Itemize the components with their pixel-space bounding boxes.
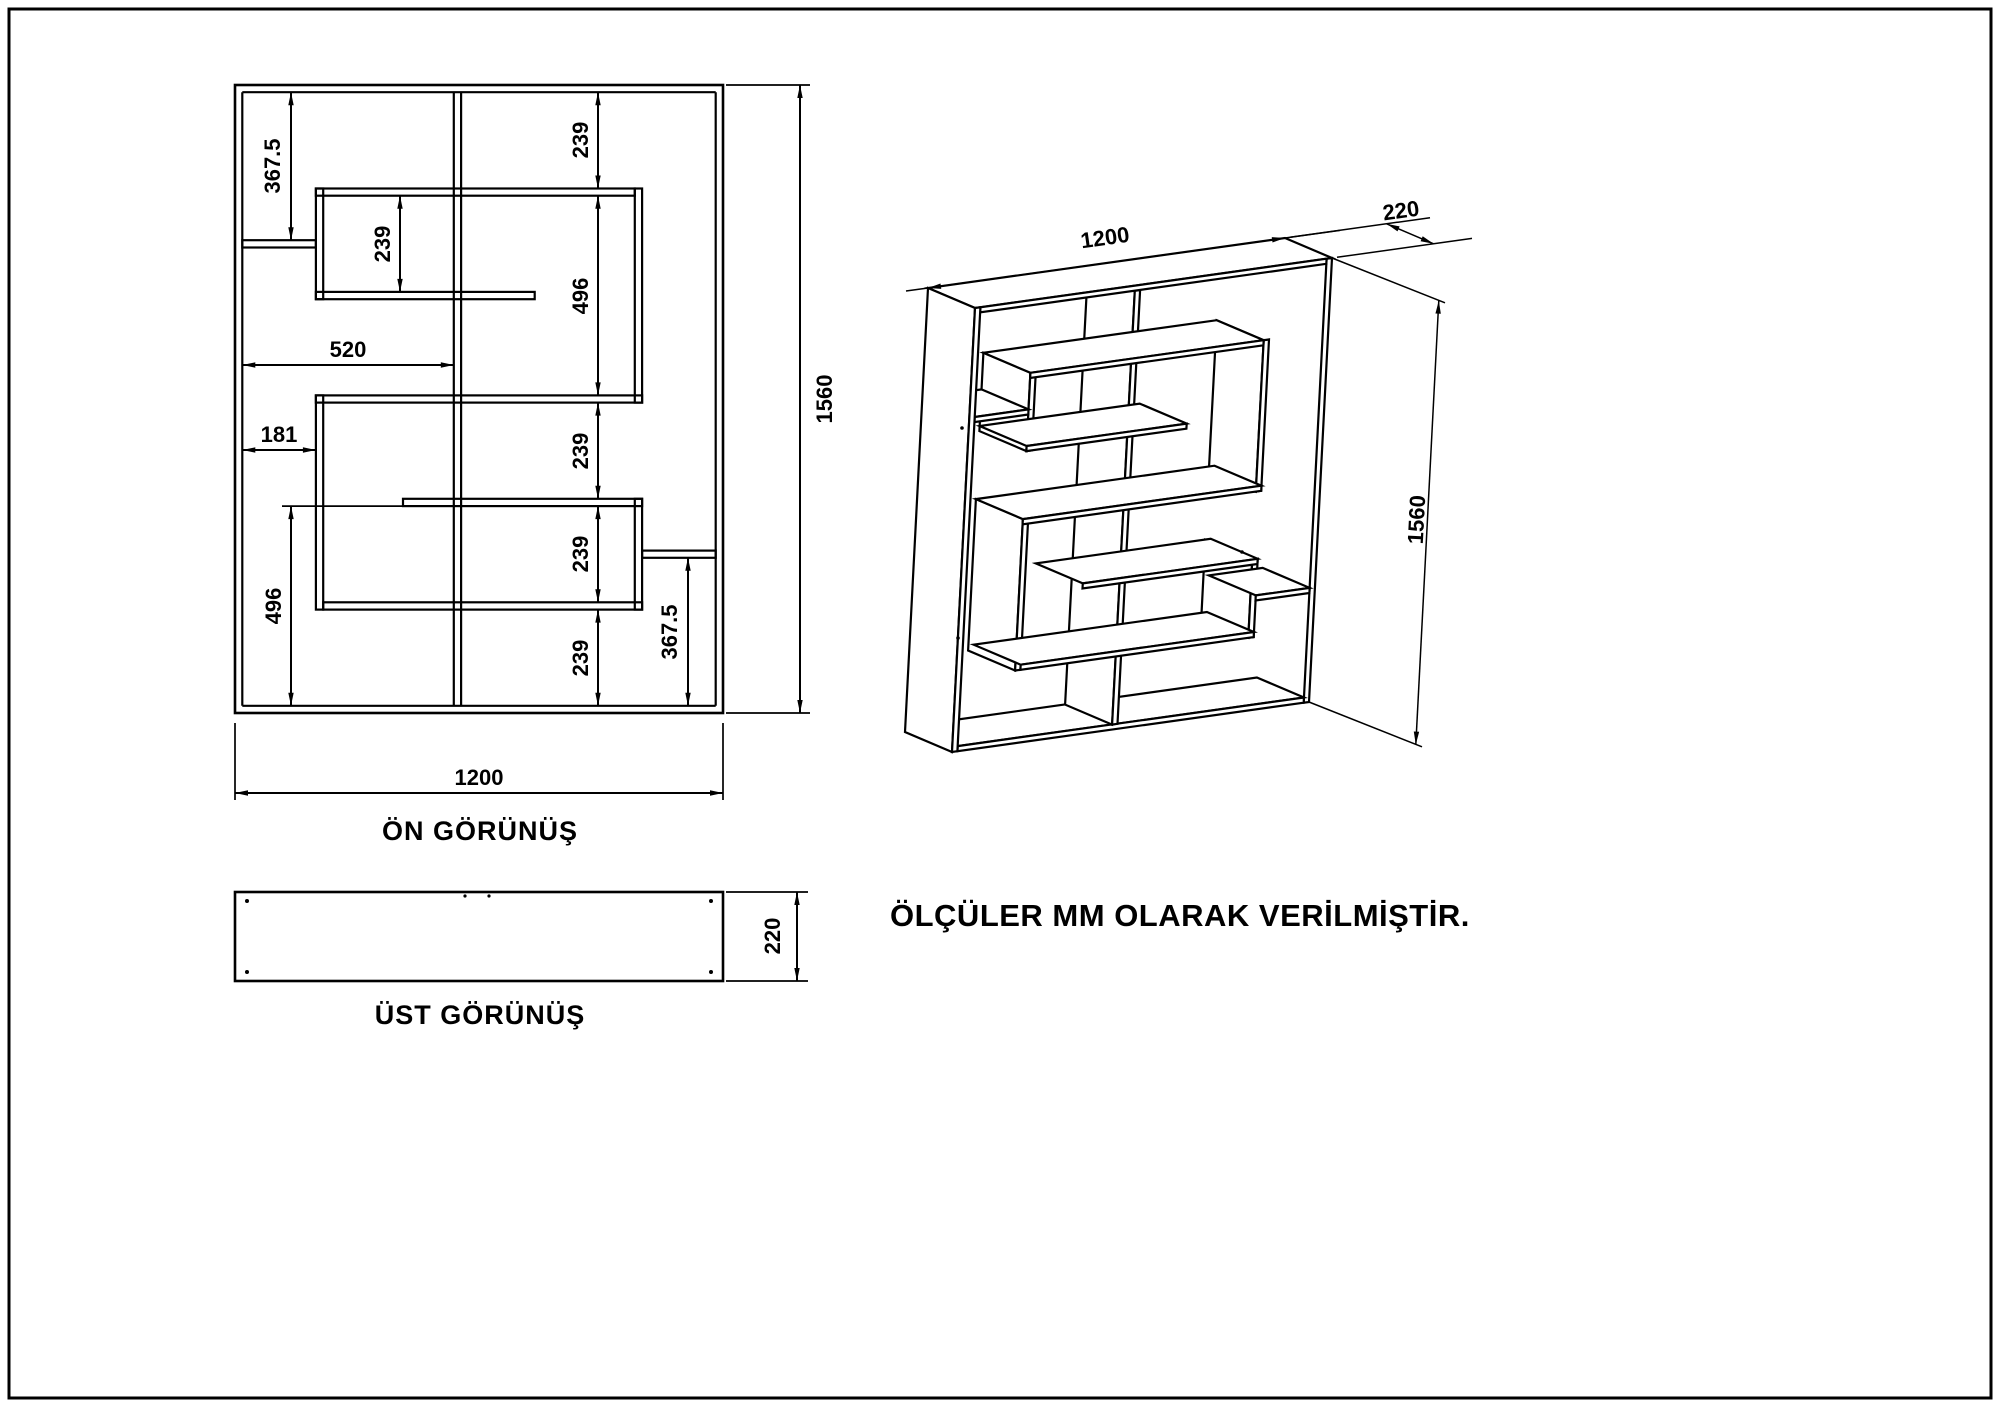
dim-front-overall-width: 1200 bbox=[455, 765, 504, 790]
dim-front-top-right: 239 bbox=[568, 122, 593, 159]
dim-iso-depth: 220 bbox=[1381, 196, 1421, 226]
dim-front-bottom-center: 239 bbox=[568, 640, 593, 677]
dim-iso-width: 1200 bbox=[1079, 222, 1131, 254]
front-center-spine bbox=[452, 92, 463, 706]
top-view-label: ÜST GÖRÜNÜŞ bbox=[375, 1000, 586, 1030]
divider-rect bbox=[633, 497, 644, 611]
units-note: ÖLÇÜLER MM OLARAK VERİLMİŞTİR. bbox=[890, 898, 1470, 933]
top-view-fittings bbox=[245, 894, 713, 974]
dim-front-spine-offset: 520 bbox=[330, 337, 367, 362]
front-view-label: ÖN GÖRÜNÜŞ bbox=[382, 816, 578, 846]
shelf-rect bbox=[314, 187, 636, 197]
divider-rect bbox=[314, 187, 325, 301]
shelf-rect bbox=[640, 549, 717, 559]
dim-front-left-bottom: 496 bbox=[261, 588, 286, 625]
shelf-rect bbox=[322, 601, 644, 611]
dim-front-left-top: 367.5 bbox=[260, 138, 285, 193]
front-dimensions: 367.5 239 239 496 520 181 239 239 496 36… bbox=[234, 84, 837, 800]
dim-front-stub-offset: 181 bbox=[261, 422, 298, 447]
front-shelves bbox=[241, 187, 717, 611]
iso-dimensions: 1200 220 1560 bbox=[905, 196, 1473, 748]
shelf-rect bbox=[314, 394, 644, 404]
iso-view: 1200 220 1560 bbox=[903, 196, 1473, 754]
front-view: 367.5 239 239 496 520 181 239 239 496 36… bbox=[233, 83, 837, 846]
front-outer-frame bbox=[233, 83, 725, 715]
divider-rect bbox=[314, 394, 325, 611]
dim-front-right-bottom: 367.5 bbox=[657, 604, 682, 659]
iso-body bbox=[903, 236, 1337, 754]
shelf-rect bbox=[241, 239, 318, 249]
dim-top-depth: 220 bbox=[760, 918, 785, 955]
top-view-dimensions: 220 bbox=[726, 891, 808, 982]
dim-front-right-mid-lower: 239 bbox=[568, 536, 593, 573]
sheet-border bbox=[7, 7, 1993, 1400]
front-inner-frame bbox=[241, 91, 717, 707]
dim-front-right-upper: 496 bbox=[568, 278, 593, 315]
dim-front-right-mid-upper: 239 bbox=[568, 433, 593, 470]
shelf-rect bbox=[401, 497, 644, 508]
dim-front-upper-box: 239 bbox=[370, 226, 395, 263]
top-view-outline bbox=[233, 890, 725, 983]
top-view: 220 ÜST GÖRÜNÜŞ bbox=[233, 890, 808, 1030]
dim-front-overall-height: 1560 bbox=[812, 375, 837, 424]
dim-iso-height: 1560 bbox=[1403, 495, 1431, 545]
shelf-rect bbox=[314, 290, 536, 301]
divider-rect bbox=[633, 187, 644, 404]
